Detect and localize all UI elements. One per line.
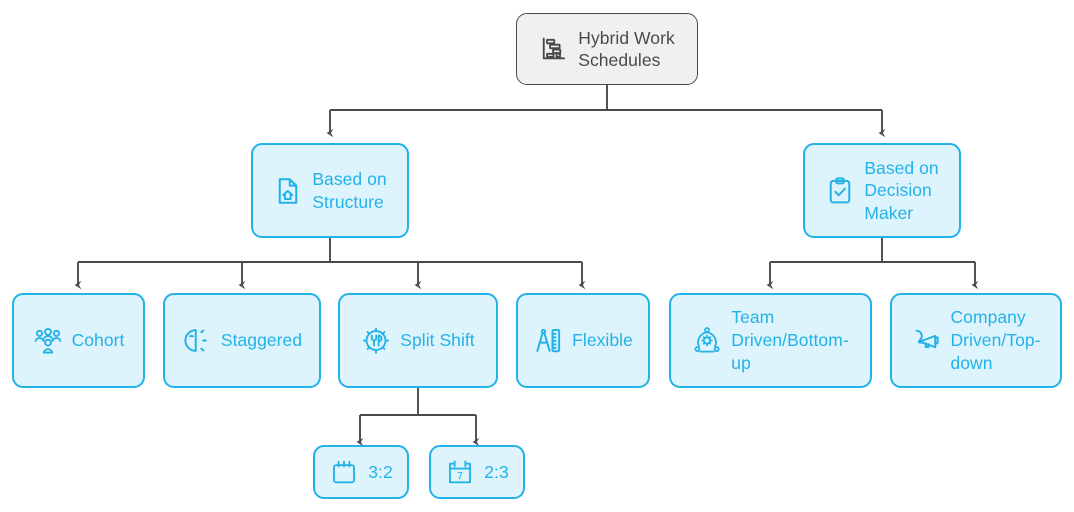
node-label: Staggered (220, 330, 303, 351)
clock-utensils-icon (361, 326, 391, 356)
node-split-shift[interactable]: Split Shift (338, 293, 498, 388)
node-label: Hybrid Work Schedules (578, 27, 675, 70)
node-label: Team Driven/Bottom- up (731, 307, 849, 373)
node-staggered[interactable]: Staggered (163, 293, 321, 388)
node-label: 2:3 (484, 461, 509, 482)
user-group-icon (33, 326, 63, 356)
node-ratio-3-2[interactable]: 3:2 (313, 445, 409, 499)
calendar-icon (329, 457, 359, 487)
document-home-icon (273, 176, 303, 206)
node-based-on-structure[interactable]: Based on Structure (251, 143, 409, 238)
node-flexible[interactable]: Flexible (516, 293, 650, 388)
svg-text:7: 7 (457, 471, 463, 482)
node-team-driven-bottom-up[interactable]: Team Driven/Bottom- up (669, 293, 872, 388)
node-ratio-2-3[interactable]: 7 2:3 (429, 445, 525, 499)
node-label: Based on Structure (312, 169, 387, 212)
node-label: Company Driven/Top- down (950, 307, 1041, 373)
node-hybrid-work-schedules[interactable]: Hybrid Work Schedules (516, 13, 698, 85)
half-circle-rays-icon (182, 326, 212, 356)
node-label: Based on Decision Maker (864, 158, 939, 223)
node-cohort[interactable]: Cohort (12, 293, 145, 388)
node-based-on-decision-maker[interactable]: Based on Decision Maker (803, 143, 961, 238)
node-company-driven-top-down[interactable]: Company Driven/Top- down (890, 293, 1062, 388)
clipboard-check-icon (825, 176, 855, 206)
node-label: Split Shift (400, 330, 475, 351)
node-label: Flexible (572, 330, 633, 351)
node-label: Cohort (71, 330, 125, 351)
calendar-day-icon: 7 (445, 457, 475, 487)
team-gear-icon (692, 326, 722, 356)
node-label: 3:2 (368, 461, 393, 482)
megaphone-icon (911, 326, 941, 356)
compass-ruler-icon (533, 326, 563, 356)
gantt-chart-icon (539, 34, 569, 64)
